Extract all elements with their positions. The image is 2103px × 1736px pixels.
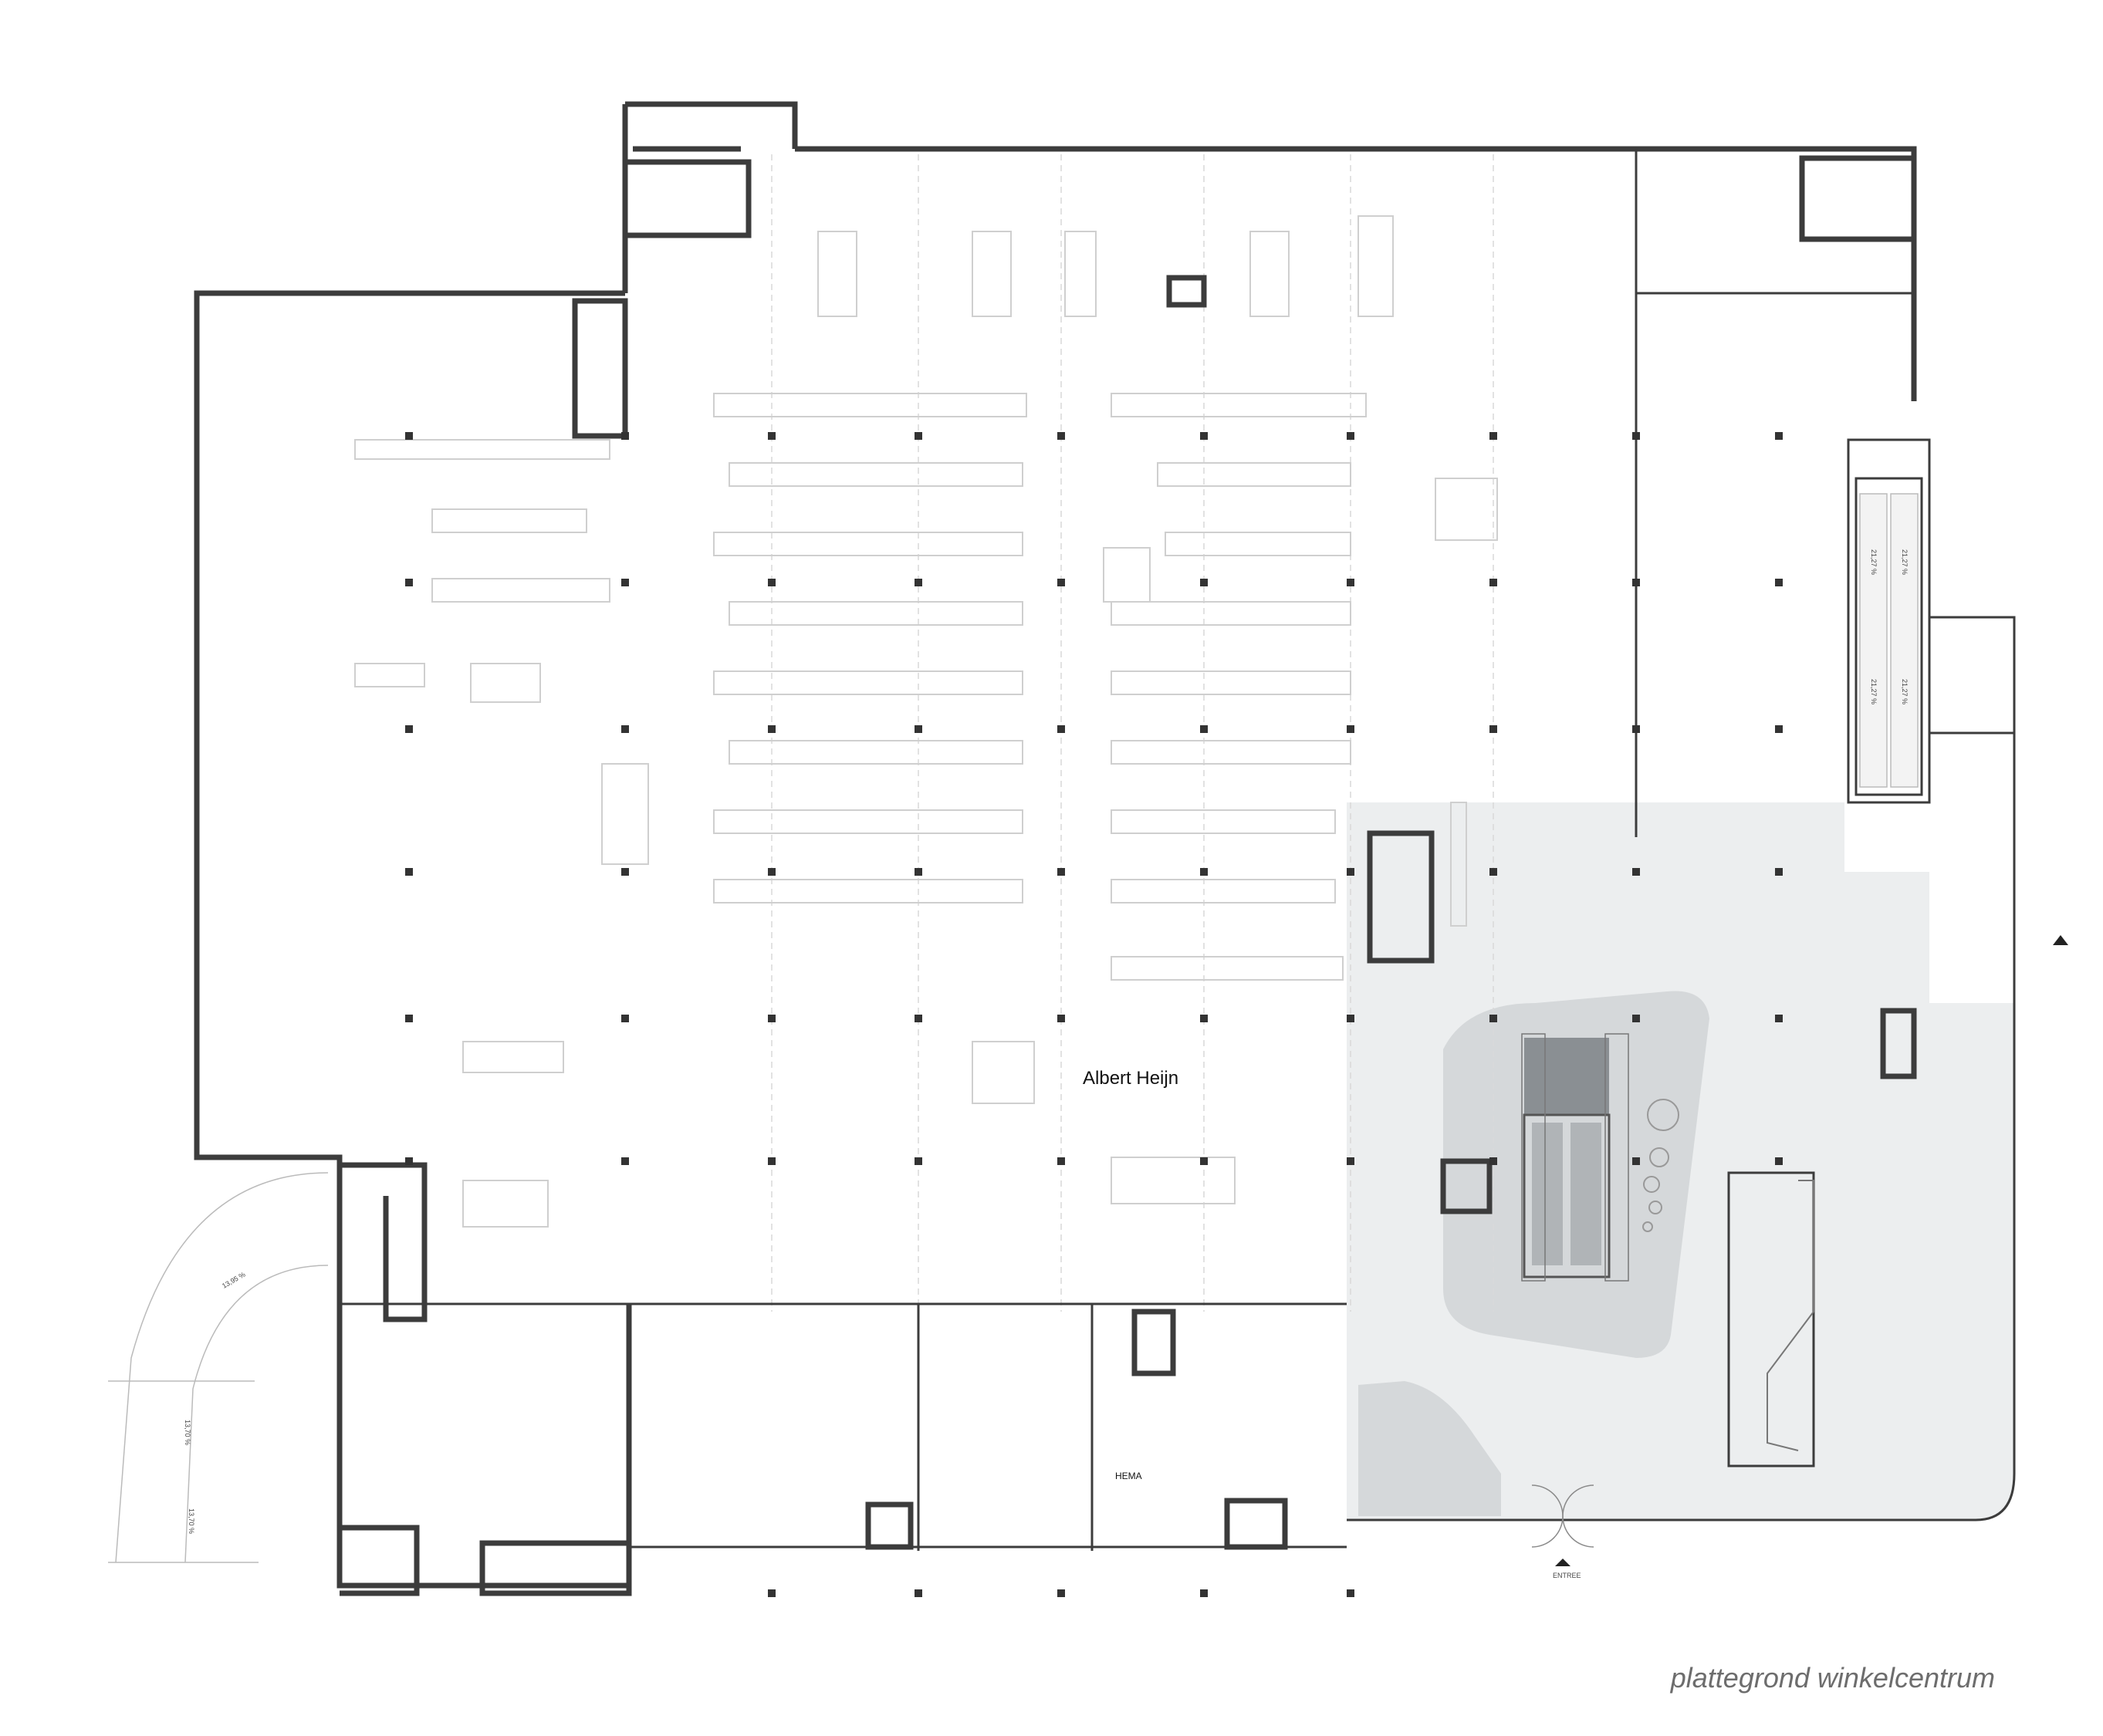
column	[1347, 725, 1354, 733]
structural-columns	[405, 432, 1783, 1597]
column	[768, 1015, 776, 1022]
column	[915, 1589, 922, 1597]
entrance-doors	[1531, 935, 2068, 1566]
escalator-slope-label: 21,27 %	[1870, 679, 1878, 704]
column	[405, 1157, 413, 1165]
column	[915, 1157, 922, 1165]
column	[1200, 868, 1208, 876]
column	[768, 1589, 776, 1597]
column	[1489, 1015, 1497, 1022]
mall-corridor-floor	[1347, 802, 2014, 1520]
column	[621, 432, 629, 440]
column	[1489, 725, 1497, 733]
column	[621, 579, 629, 586]
column	[621, 1015, 629, 1022]
column	[1057, 1589, 1065, 1597]
column	[1775, 579, 1783, 586]
column	[1347, 1015, 1354, 1022]
entrance-label: ENTREE	[1553, 1572, 1581, 1579]
column	[1200, 1015, 1208, 1022]
column	[915, 868, 922, 876]
column	[1200, 725, 1208, 733]
column	[1057, 1157, 1065, 1165]
column	[405, 432, 413, 440]
column	[1632, 868, 1640, 876]
plan-caption: plattegrond winkelcentrum	[1670, 1662, 1995, 1694]
column	[1775, 1157, 1783, 1165]
escalator-slope-label: 21,27 %	[1901, 679, 1909, 704]
column	[1200, 1589, 1208, 1597]
column	[915, 725, 922, 733]
column	[1632, 725, 1640, 733]
escalator-slope-label: 21,27 %	[1870, 549, 1878, 575]
column	[621, 868, 629, 876]
column	[405, 868, 413, 876]
column	[768, 868, 776, 876]
column	[1057, 432, 1065, 440]
column	[1057, 725, 1065, 733]
column	[1057, 1015, 1065, 1022]
column	[1632, 579, 1640, 586]
column	[768, 579, 776, 586]
column	[768, 725, 776, 733]
escalator-slope-label: 21,27 %	[1901, 549, 1909, 575]
column	[1775, 432, 1783, 440]
atrium-stairs	[1521, 1033, 1679, 1282]
column	[1200, 1157, 1208, 1165]
column	[1057, 579, 1065, 586]
column	[915, 432, 922, 440]
column	[1489, 1157, 1497, 1165]
column	[768, 1157, 776, 1165]
store-fixtures	[354, 215, 1498, 1228]
column	[1489, 868, 1497, 876]
info-counter	[1727, 1171, 1815, 1467]
plaza-void	[1358, 1381, 1501, 1516]
column	[621, 1157, 629, 1165]
column	[1347, 868, 1354, 876]
column	[405, 725, 413, 733]
column	[1489, 579, 1497, 586]
walls	[194, 101, 2016, 1596]
column	[1347, 579, 1354, 586]
column	[1347, 1157, 1354, 1165]
column	[1489, 432, 1497, 440]
ramp-slope-label: 13,70 %	[188, 1508, 195, 1534]
column	[915, 579, 922, 586]
column	[1200, 432, 1208, 440]
column	[915, 1015, 922, 1022]
column	[621, 725, 629, 733]
ramp-slope-label: 13,95 %	[221, 1271, 247, 1290]
column	[1632, 432, 1640, 440]
column	[1775, 1015, 1783, 1022]
column	[1057, 868, 1065, 876]
ramp	[108, 1172, 329, 1563]
column	[1347, 432, 1354, 440]
column	[1775, 868, 1783, 876]
column	[1347, 1589, 1354, 1597]
column	[1632, 1015, 1640, 1022]
column	[768, 432, 776, 440]
store-label-albert-heijn: Albert Heijn	[1083, 1068, 1178, 1089]
column	[1200, 579, 1208, 586]
ramp-slope-label: 13,70 %	[184, 1420, 191, 1445]
column	[1632, 1157, 1640, 1165]
column	[405, 1015, 413, 1022]
escalators	[1854, 477, 1923, 796]
column	[1775, 725, 1783, 733]
store-label-hema: HEMA	[1115, 1471, 1142, 1481]
column	[405, 579, 413, 586]
